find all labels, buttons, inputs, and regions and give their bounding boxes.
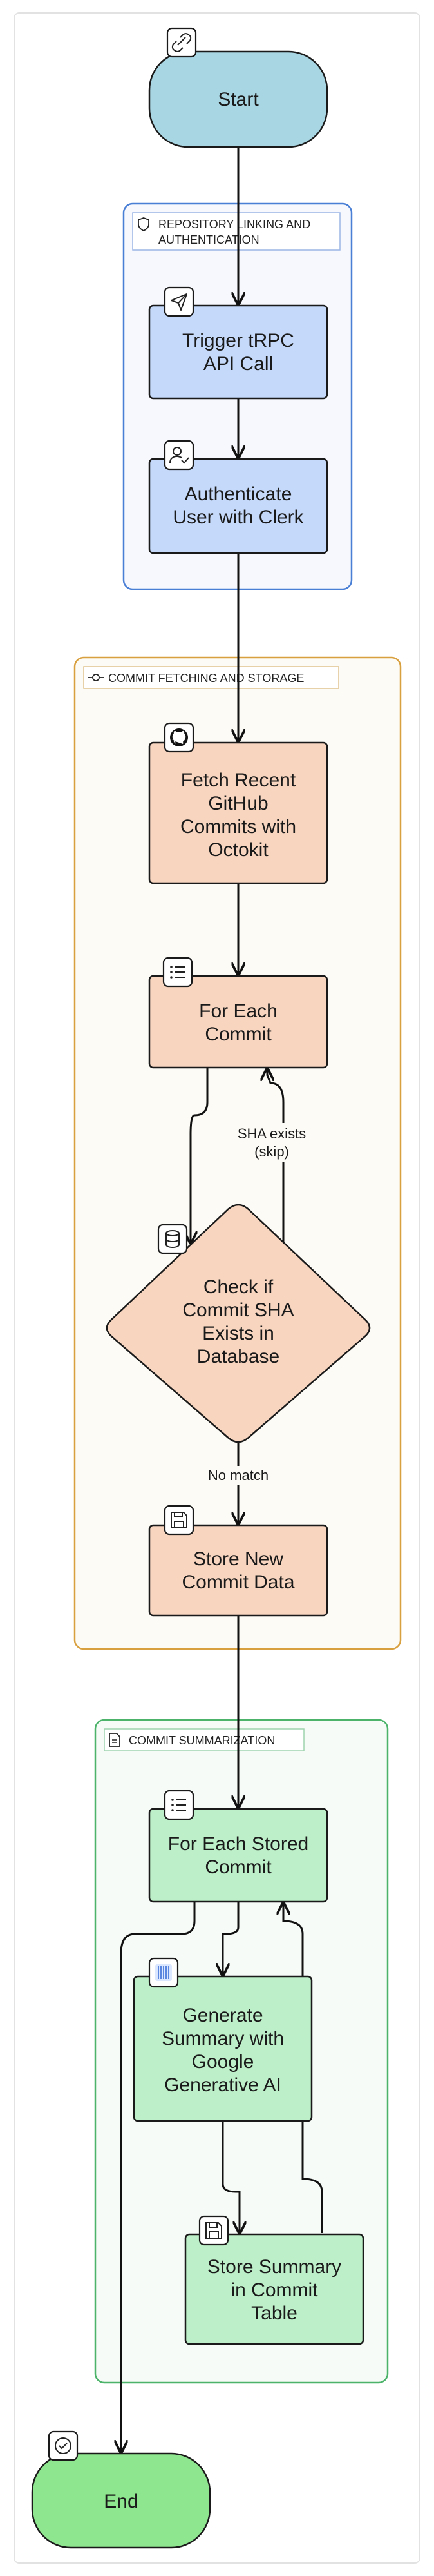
node-generate-line1: Generate xyxy=(182,2005,263,2026)
node-for-each-line1: For Each xyxy=(199,1000,278,1022)
node-authenticate-user[interactable]: Authenticate User with Clerk xyxy=(148,458,328,554)
document-icon xyxy=(109,1733,120,1747)
node-for-each-commit[interactable]: For Each Commit xyxy=(148,975,328,1069)
github-icon xyxy=(164,722,194,753)
node-start-label: Start xyxy=(218,89,259,110)
edge-label-no-match: No match xyxy=(208,1467,269,1483)
group-auth-title-line1: REPOSITORY LINKING AND xyxy=(158,218,310,231)
edge-foreach-check xyxy=(191,1068,209,1243)
node-for-each-stored-line1: For Each Stored xyxy=(168,1833,308,1855)
node-store-summary[interactable]: Store Summary in Commit Table xyxy=(184,2233,364,2345)
group-auth-title-line2: AUTHENTICATION xyxy=(158,233,259,246)
node-store-summary-line1: Store Summary xyxy=(207,2256,341,2278)
node-trigger-line1: Trigger tRPC xyxy=(182,330,294,351)
save-icon xyxy=(198,2215,229,2246)
node-fetch-line4: Octokit xyxy=(208,839,269,861)
node-start[interactable]: Start xyxy=(148,50,328,148)
node-fetch-commits[interactable]: Fetch Recent GitHub Commits with Octokit xyxy=(148,741,328,884)
node-store-summary-line2: in Commit xyxy=(231,2279,318,2301)
list-icon xyxy=(162,957,193,988)
node-store-commit-line2: Commit Data xyxy=(182,1572,294,1593)
node-for-each-stored-line2: Commit xyxy=(205,1857,272,1878)
edge-generate-store-summary xyxy=(222,2122,240,2233)
edge-check-foreach-loop xyxy=(267,1069,285,1243)
node-trigger-line2: API Call xyxy=(203,353,273,375)
edge-label-sha-exists: SHA exists xyxy=(238,1126,306,1142)
node-generate-summary[interactable]: Generate Summary with Google Generative … xyxy=(133,1975,313,2122)
node-fetch-line1: Fetch Recent xyxy=(181,770,296,791)
list-icon xyxy=(164,1790,194,1820)
node-for-each-line2: Commit xyxy=(205,1024,272,1045)
edge-label-no-match-bg xyxy=(198,1466,278,1485)
node-generate-line2: Summary with xyxy=(162,2028,284,2049)
edge-label-skip: (skip) xyxy=(254,1144,289,1160)
node-for-each-stored[interactable]: For Each Stored Commit xyxy=(148,1808,328,1903)
save-icon xyxy=(164,1505,194,1536)
node-trigger-api-call[interactable]: Trigger tRPC API Call xyxy=(148,304,328,400)
git-commit-icon xyxy=(88,674,104,681)
edge-label-sha-bg xyxy=(237,1123,305,1162)
check-circle-icon xyxy=(48,2430,79,2461)
node-auth-line1: Authenticate xyxy=(185,483,292,505)
node-fetch-line2: GitHub xyxy=(208,793,268,814)
node-end[interactable]: End xyxy=(31,2452,211,2549)
edge-foreach-end xyxy=(121,1902,196,2452)
database-icon xyxy=(157,1224,188,1254)
node-store-commit[interactable]: Store New Commit Data xyxy=(148,1524,328,1617)
node-generate-line3: Google xyxy=(192,2051,254,2073)
node-check-sha[interactable]: Check if Commit SHA Exists in Database xyxy=(106,1204,371,1443)
node-fetch-line3: Commits with xyxy=(180,816,296,837)
user-check-icon xyxy=(164,440,194,471)
node-check-line3: Exists in xyxy=(202,1323,274,1344)
node-check-line4: Database xyxy=(197,1346,279,1367)
node-auth-line2: User with Clerk xyxy=(173,507,304,528)
node-end-label: End xyxy=(104,2491,138,2512)
node-store-commit-line1: Store New xyxy=(193,1548,283,1570)
group-summary-title: COMMIT SUMMARIZATION xyxy=(129,1734,275,1747)
node-check-line2: Commit SHA xyxy=(182,1300,294,1321)
node-generate-line4: Generative AI xyxy=(164,2074,281,2096)
edge-foreach-generate xyxy=(223,1902,240,1975)
node-store-summary-line3: Table xyxy=(251,2303,297,2324)
node-check-line1: Check if xyxy=(203,1276,274,1298)
link-icon xyxy=(166,27,197,58)
shield-icon xyxy=(138,217,149,232)
send-icon xyxy=(164,286,194,317)
gemini-icon xyxy=(148,1957,179,1988)
group-fetch-title: COMMIT FETCHING AND STORAGE xyxy=(108,672,304,685)
